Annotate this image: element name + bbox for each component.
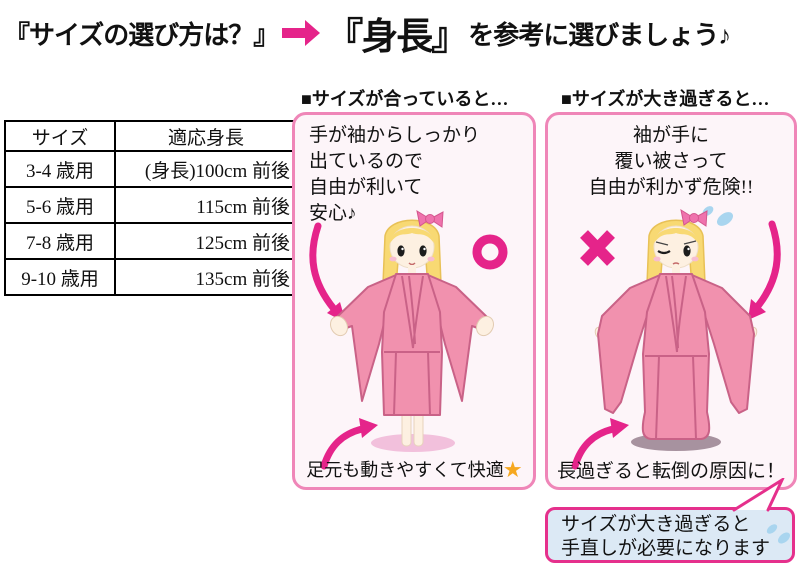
- title-part3: を参考に選びましょう♪: [468, 20, 731, 50]
- height-cell: 125cm 前後: [114, 222, 301, 260]
- fit-panel-heading: ■サイズが合っていると…: [301, 89, 509, 109]
- fit-description: 手が袖からしっかり 出ているので 自由が利いて 安心♪: [309, 123, 480, 227]
- col-header-size: サイズ: [4, 120, 116, 152]
- note-bubble: サイズが大き過ぎると 手直しが必要になります: [545, 507, 795, 563]
- fit-caption: 足元も動きやすくて快適★: [292, 456, 536, 482]
- page-title: 『サイズの選び方は？』 『身長』 を参考に選びましょう♪: [4, 6, 731, 60]
- table-row: 9-10 歳用 135cm 前後: [4, 258, 301, 296]
- size-cell: 5-6 歳用: [4, 186, 116, 224]
- text-line: 出ているので: [309, 151, 424, 172]
- table-row: 3-4 歳用 (身長)100cm 前後: [4, 150, 301, 188]
- text-line: 手が袖からしっかり: [309, 125, 481, 146]
- fit-caption-text: 足元も動きやすくて快適: [306, 460, 504, 480]
- text-line: 覆い被さって: [614, 151, 728, 172]
- size-cell: 7-8 歳用: [4, 222, 116, 260]
- col-header-height: 適応身長: [114, 120, 301, 152]
- star-icon: ★: [503, 460, 522, 480]
- oversize-caption: 長過ぎると転倒の原因に！: [556, 461, 785, 482]
- text-line: 自由が利かず危険!!: [588, 177, 754, 198]
- text-line: 自由が利いて: [309, 177, 423, 198]
- height-cell: 115cm 前後: [114, 186, 301, 224]
- oversize-description: 袖が手に 覆い被さって 自由が利かず危険!!: [545, 123, 797, 201]
- size-chart-table: サイズ 適応身長 3-4 歳用 (身長)100cm 前後 5-6 歳用 115c…: [4, 120, 301, 296]
- note-line: サイズが大き過ぎると: [561, 514, 751, 535]
- text-line: 袖が手に: [632, 125, 709, 146]
- title-keyword: 『身長』: [326, 17, 468, 58]
- right-arrow-icon: [281, 20, 321, 46]
- note-line: 手直しが必要になります: [561, 538, 771, 559]
- height-cell: 135cm 前後: [114, 258, 301, 296]
- table-row: 5-6 歳用 115cm 前後: [4, 186, 301, 224]
- height-cell: (身長)100cm 前後: [114, 150, 301, 188]
- text-line: 安心♪: [309, 203, 357, 224]
- table-header-row: サイズ 適応身長: [4, 120, 301, 152]
- size-cell: 9-10 歳用: [4, 258, 116, 296]
- sweat-drops-icon: [766, 524, 791, 544]
- table-row: 7-8 歳用 125cm 前後: [4, 222, 301, 260]
- size-cell: 3-4 歳用: [4, 150, 116, 188]
- bubble-tail: [732, 478, 785, 512]
- oversize-panel-heading: ■サイズが大き過ぎると…: [561, 89, 770, 109]
- title-part1: 『サイズの選び方は？』: [4, 20, 279, 50]
